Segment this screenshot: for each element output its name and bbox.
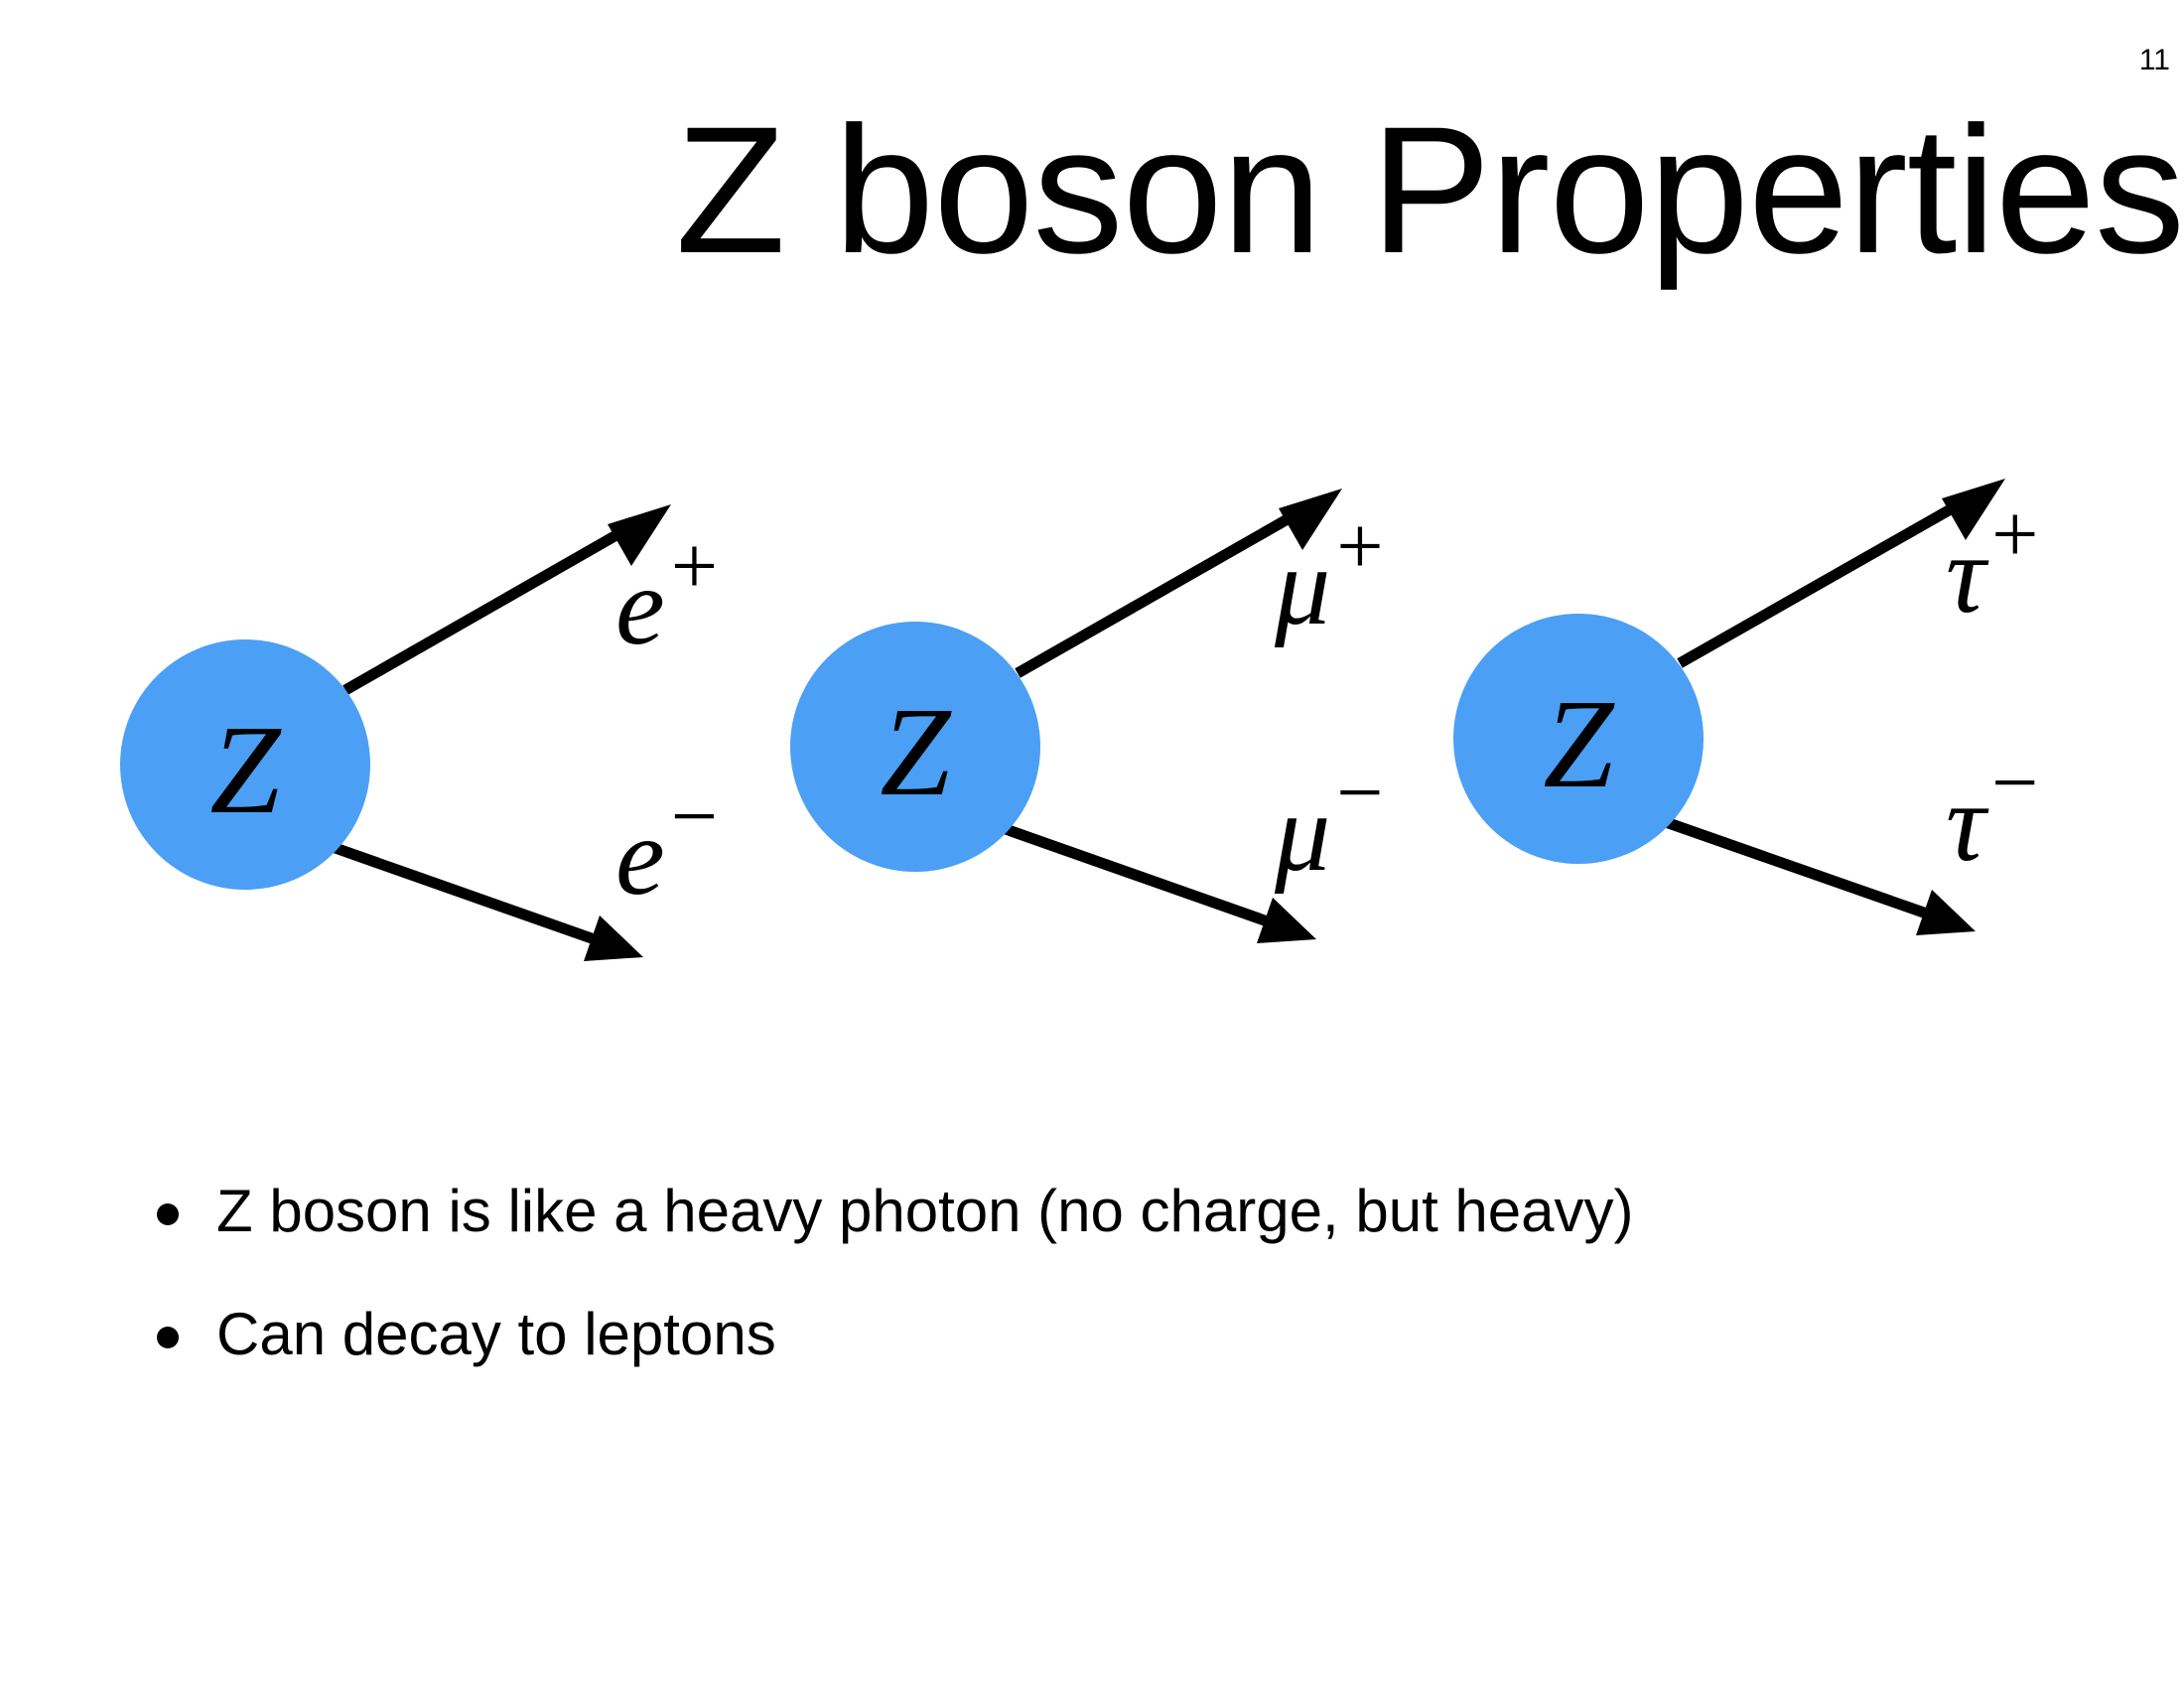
tau-charge: − [1991, 737, 2038, 829]
tau-symbol: τ [1946, 762, 1989, 885]
muon-charge: − [1336, 747, 1383, 839]
antimuon-charge: + [1336, 500, 1383, 593]
antitau-symbol: τ [1946, 513, 1989, 636]
upper-arrowhead [1279, 489, 1342, 550]
lower-decay-arrow [1001, 822, 1281, 931]
z-boson-label: Z [209, 699, 282, 840]
z-boson-circle [1453, 614, 1704, 864]
z-boson-circle [790, 622, 1040, 872]
z-boson-label: Z [880, 681, 952, 822]
antitau-label: τ+ [1946, 489, 2038, 636]
z-boson-circle [120, 639, 370, 890]
bullet-text: Can decay to leptons [216, 1301, 776, 1367]
electron-symbol: e [615, 795, 665, 918]
electron-label: e− [615, 771, 718, 918]
positron-charge: + [671, 520, 718, 613]
decay-diagram-electron: Z e+ e− [120, 504, 718, 961]
z-boson-label: Z [1543, 673, 1615, 814]
bullet-icon [157, 1327, 179, 1348]
lower-arrowhead [584, 915, 643, 961]
antimuon-symbol: μ [1274, 525, 1330, 648]
antimuon-label: μ+ [1274, 500, 1384, 648]
tau-label: τ− [1946, 737, 2038, 885]
decay-diagram-tau: Z τ+ τ− [1453, 479, 2038, 935]
positron-label: e+ [615, 520, 718, 668]
antitau-charge: + [1991, 489, 2038, 581]
upper-decay-arrow [1015, 503, 1309, 678]
bullet-list: Z boson is like a heavy photon (no charg… [157, 1182, 1634, 1428]
lower-decay-arrow [328, 840, 608, 949]
lower-decay-arrow [1664, 816, 1940, 923]
bullet-item: Z boson is like a heavy photon (no charg… [157, 1182, 1634, 1305]
bullet-text: Z boson is like a heavy photon (no charg… [216, 1178, 1634, 1244]
slide-title: Z boson Properties [675, 88, 2184, 291]
electron-charge: − [671, 771, 718, 863]
bullet-icon [157, 1203, 179, 1225]
upper-decay-arrow [342, 519, 638, 695]
positron-symbol: e [615, 545, 665, 668]
bullet-item: Can decay to leptons [157, 1305, 1634, 1428]
upper-arrowhead [1942, 479, 2005, 540]
lower-arrowhead [1257, 898, 1316, 943]
muon-label: μ− [1274, 747, 1384, 895]
page-number: 11 [2138, 44, 2170, 76]
lower-arrowhead [1916, 890, 1976, 935]
upper-decay-arrow [1677, 493, 1973, 668]
decay-diagram-muon: Z μ+ μ− [790, 489, 1384, 943]
upper-arrowhead [608, 504, 671, 566]
muon-symbol: μ [1274, 772, 1330, 895]
